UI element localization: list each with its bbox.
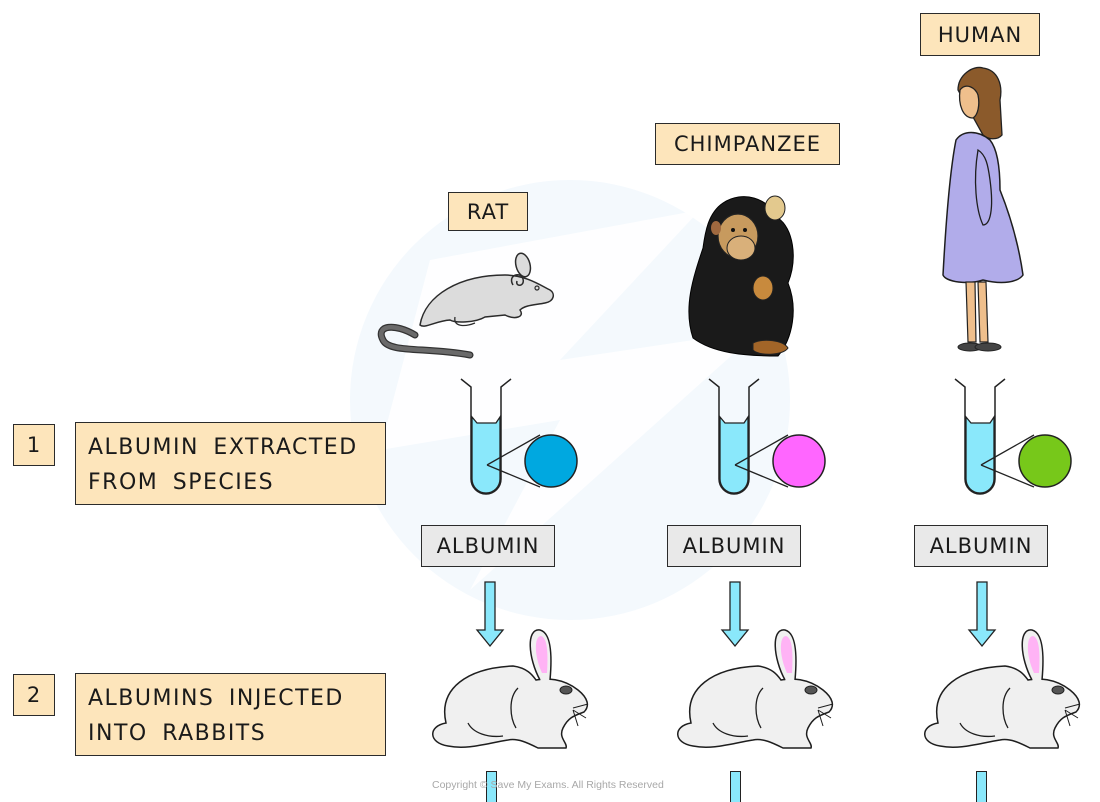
arrow-stub-rat (486, 771, 497, 802)
down-arrow-human (967, 581, 997, 648)
down-arrow-chimpanzee (720, 581, 750, 648)
rat-illustration (377, 252, 555, 359)
albumin-molecule-rat (524, 434, 578, 488)
arrow-stub-chimpanzee (730, 771, 741, 802)
test-tube-chimpanzee (708, 378, 826, 495)
species-label-chimpanzee: CHIMPANZEE (655, 123, 840, 165)
step-text-2: ALBUMINS INJECTED INTO RABBITS (75, 673, 386, 756)
albumin-molecule-chimpanzee (772, 434, 826, 488)
step-number-1: 1 (13, 424, 55, 466)
albumin-molecule-human (1018, 434, 1072, 488)
test-tube-human (954, 378, 1072, 495)
albumin-label-chimpanzee: ALBUMIN (667, 525, 801, 567)
copyright-notice: Copyright © Save My Exams. All Rights Re… (432, 779, 664, 791)
step-text-1: ALBUMIN EXTRACTED FROM SPECIES (75, 422, 386, 505)
human-illustration (942, 66, 1024, 352)
albumin-label-human: ALBUMIN (914, 525, 1048, 567)
species-label-human: HUMAN (920, 13, 1040, 56)
down-arrow-rat (475, 581, 505, 648)
rabbit-rat (432, 629, 589, 749)
species-label-rat: RAT (448, 192, 528, 231)
test-tube-rat (460, 378, 578, 495)
rabbit-chimpanzee (677, 629, 834, 749)
albumin-label-rat: ALBUMIN (421, 525, 555, 567)
arrow-stub-human (976, 771, 987, 802)
rabbit-human (924, 629, 1081, 749)
step-number-2: 2 (13, 674, 55, 716)
chimpanzee-illustration (688, 195, 794, 357)
